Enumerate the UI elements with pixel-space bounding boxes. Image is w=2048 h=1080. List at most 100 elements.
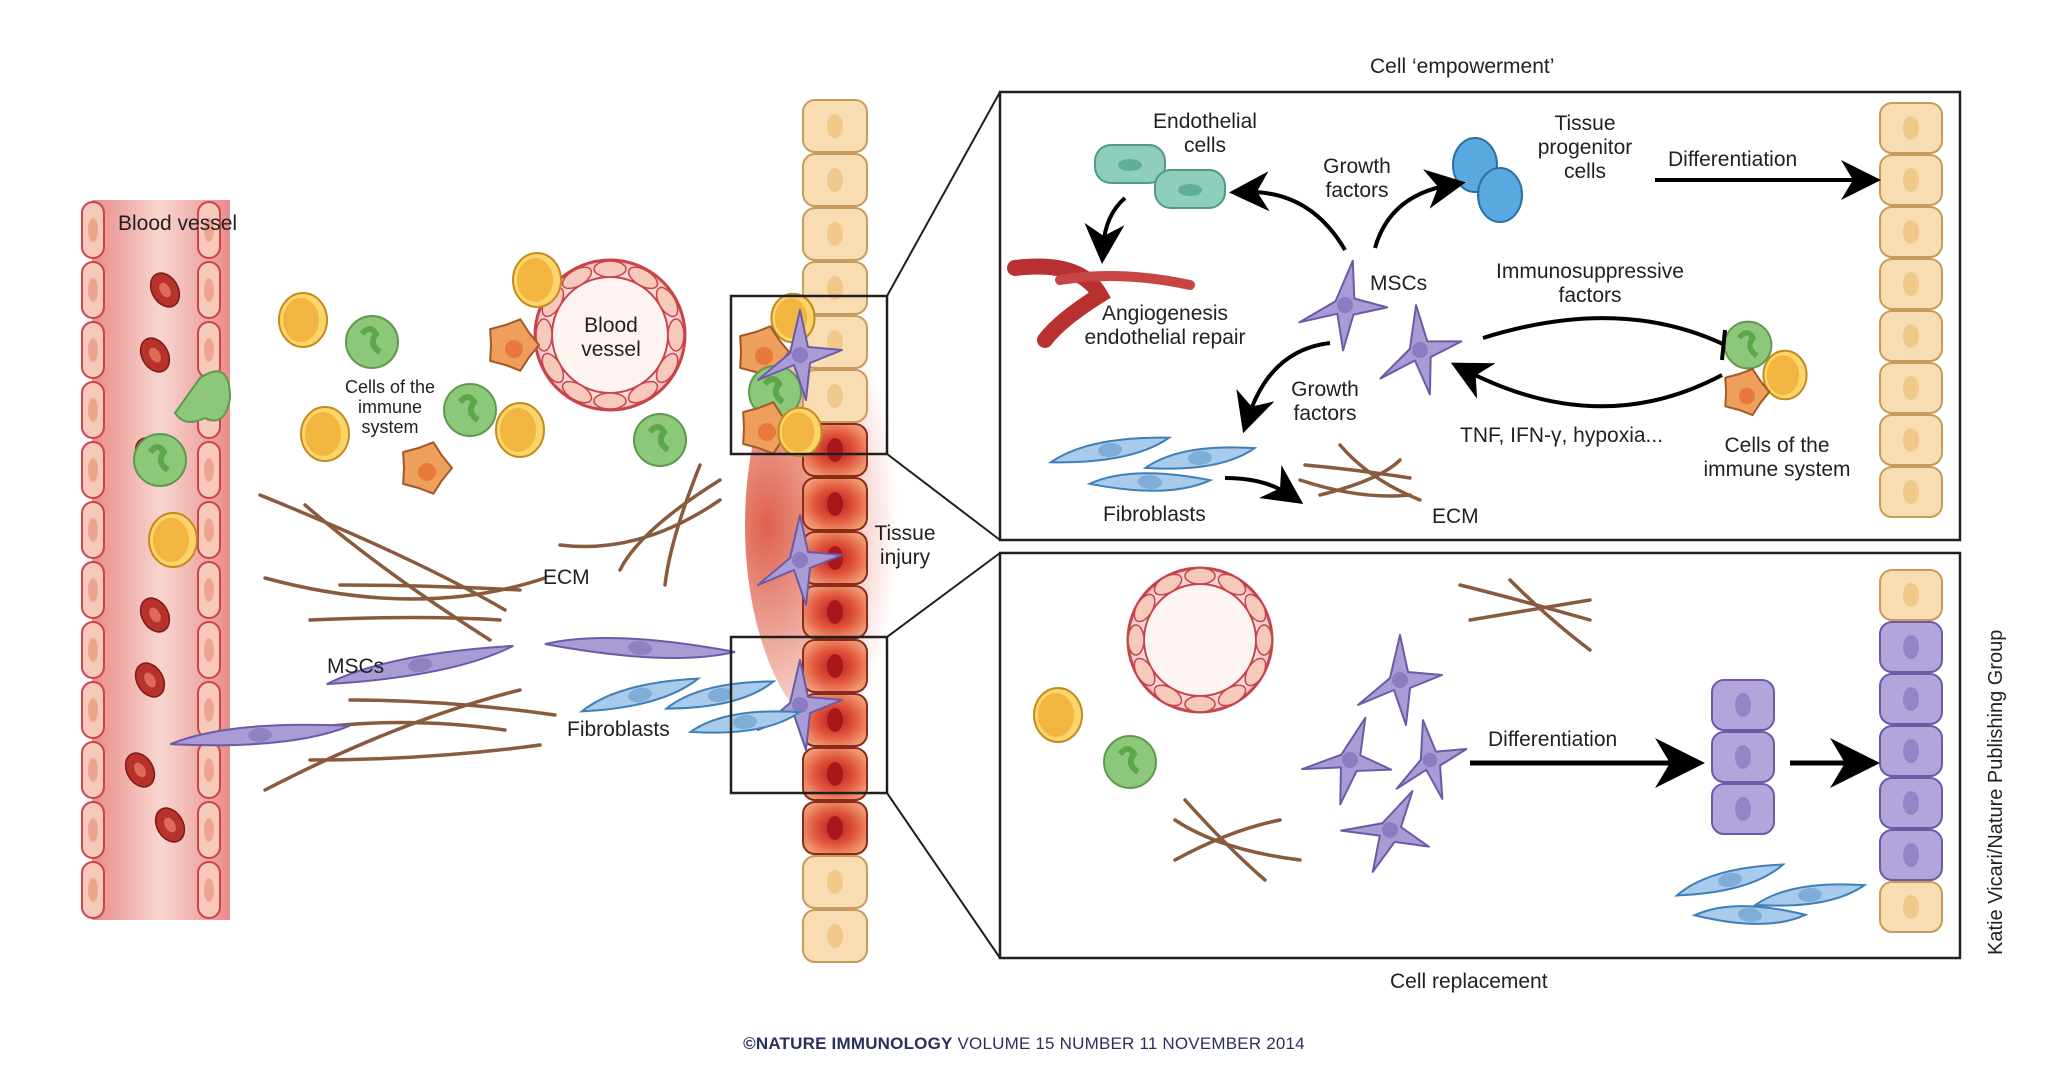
label-tissue-injury: Tissue injury (874, 522, 936, 569)
label-tnf-ifn-hypoxia: TNF, IFN-γ, hypoxia... (1460, 424, 1664, 447)
tissue-cell (802, 909, 868, 963)
macrophage (402, 441, 453, 495)
injured-tissue-cell (802, 477, 868, 531)
label-mscs-top: MSCs (1370, 272, 1428, 295)
panel-title-cell-replacement: Cell replacement (1390, 970, 1548, 993)
msc-cell (757, 309, 843, 401)
msc-spindle (326, 644, 514, 686)
fibroblast (1047, 436, 1173, 464)
vessel-ring-cell (593, 260, 627, 278)
vessel-wall-cell (81, 861, 105, 919)
ecm-fiber (1458, 583, 1592, 622)
tissue-cell (802, 855, 868, 909)
label-mscs-left: MSCs (327, 655, 385, 678)
vessel-ring-cell (593, 392, 627, 410)
tissue-cell (1879, 362, 1943, 414)
vessel-ring-cell (1244, 657, 1267, 687)
injured-tissue-cell (802, 801, 868, 855)
ecm-fiber (1303, 463, 1412, 480)
fibroblast (1691, 905, 1809, 925)
differentiated-cell (1711, 783, 1775, 835)
vessel-wall-cell (81, 381, 105, 439)
msc-cell (1300, 716, 1393, 806)
label-immune-cells-top: Cells of the immune system (1703, 434, 1851, 481)
differentiated-cell (1879, 829, 1943, 881)
tissue-cell (1879, 206, 1943, 258)
arrow-to-fibroblasts (1236, 341, 1331, 434)
label-ecm-top: ECM (1432, 505, 1479, 528)
vessel-ring-cell (1255, 624, 1273, 656)
lymphocyte (300, 406, 350, 462)
vessel-ring-cell (541, 352, 565, 384)
fibroblast (578, 677, 702, 713)
vessel-ring-cell (561, 266, 593, 290)
red-blood-cells (124, 272, 186, 843)
migrating-neutrophil (173, 370, 232, 423)
label-tissue-progenitor-cells: Tissue progenitor cells (1537, 112, 1633, 183)
lymphocyte (148, 512, 198, 568)
differentiated-cell (1879, 725, 1943, 777)
ecm-fiber (1468, 598, 1592, 622)
vessel-wall-cell (197, 441, 221, 499)
vessel-wall-cells (81, 201, 221, 919)
tissue-cell (802, 261, 868, 315)
red-blood-cell (149, 272, 181, 308)
differentiated-cell (1879, 673, 1943, 725)
lymphocyte (770, 292, 816, 344)
vessel-wall-cell (81, 501, 105, 559)
neutrophil (1723, 320, 1773, 370)
ecm-fiber (558, 498, 722, 549)
label-differentiation-bottom: Differentiation (1488, 728, 1618, 751)
fibroblast (1086, 472, 1214, 492)
vessel-ring-cell (1184, 567, 1216, 585)
ecm-fiber (1298, 478, 1412, 498)
tissue-cell (802, 369, 868, 423)
neutrophil (133, 433, 187, 487)
ecm-fiber (1508, 578, 1592, 652)
tissue-cell (1879, 154, 1943, 206)
ecm-fiber (663, 463, 702, 587)
lymphocyte (777, 406, 823, 458)
vessel-wall-cell (197, 741, 221, 799)
ecm-fiber (1173, 818, 1302, 862)
arrow-to-ecm (1224, 464, 1304, 504)
bottom-panel-illustrations (1033, 566, 1868, 925)
label-immune-cells-left: Cells of the immune system (344, 377, 436, 437)
vessel-ring-cell (1184, 695, 1216, 713)
msc-cell (1357, 634, 1443, 726)
cells-layer (133, 252, 843, 751)
top-panel-illustrations (1007, 137, 1808, 502)
tissue-cell (802, 207, 868, 261)
angiogenesis-vessel (1007, 258, 1195, 348)
panel-title-cell-empowerment: Cell ‘empowerment’ (1370, 55, 1555, 78)
ecm-fiber (1318, 458, 1402, 497)
msc-cell (1395, 719, 1468, 800)
label-fibroblasts-top: Fibroblasts (1103, 503, 1206, 526)
ecm-fiber (338, 583, 522, 592)
lymphocyte (1033, 687, 1083, 743)
arrow-to-endothelial (1229, 171, 1347, 252)
vessel-wall-cell (81, 741, 105, 799)
vessel-wall-cell (197, 201, 221, 259)
blood-vessel-left (81, 200, 230, 920)
msc-spindle (169, 723, 351, 747)
neutrophil (1103, 735, 1157, 789)
msc-cell (1379, 304, 1463, 396)
lymphocyte (1762, 349, 1808, 401)
differentiated-cell (1711, 679, 1775, 731)
differentiated-cell (1879, 777, 1943, 829)
label-blood-vessel-left: Blood vessel (118, 212, 238, 235)
differentiated-cell (1879, 621, 1943, 673)
vessel-ring-cell (1153, 573, 1183, 596)
tissue-column-bottom-panel (1879, 569, 1943, 933)
neutrophil (345, 315, 399, 369)
vessel-wall-cell (197, 621, 221, 679)
arrow-to-progenitor (1373, 169, 1466, 249)
zoom-box-bottom (729, 635, 889, 795)
ecm-fiber (308, 743, 542, 762)
endothelial-cell (1154, 169, 1226, 209)
label-angiogenesis: Angiogenesis endothelial repair (1084, 302, 1246, 349)
ecm-fiber (263, 576, 547, 601)
vessel-ring-cell (667, 318, 685, 352)
